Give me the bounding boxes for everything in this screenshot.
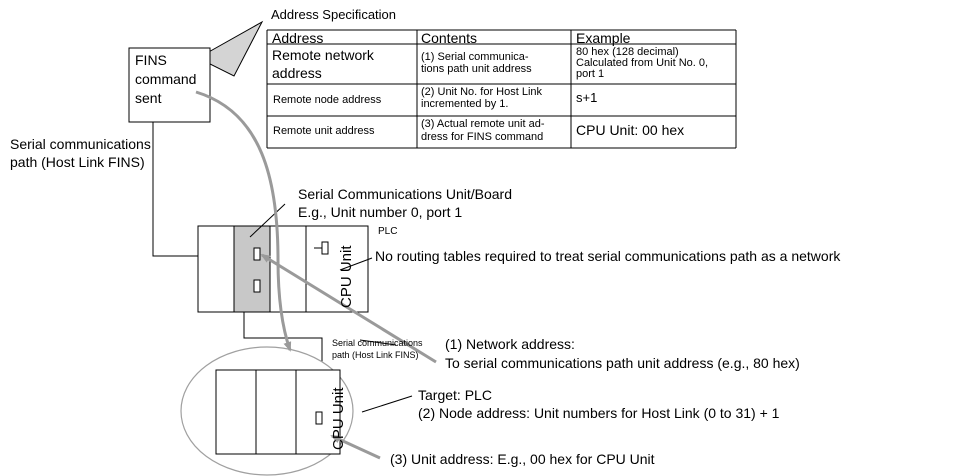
callout-pointer [196,20,264,77]
fins-to-target-arrow [195,90,292,352]
row2-contents-line2: incremented by 1. [421,98,509,110]
row1-contents-line1: (1) Serial communica- [421,51,529,63]
row2-example: s+1 [576,90,598,105]
small-path-label-line1: Serial communications [332,338,423,348]
row2-contents-line1: (2) Unit No. for Host Link [421,86,543,98]
fins-line1: FINS [135,52,167,68]
target-note-leader [361,395,413,413]
network-address-arrow [260,253,437,364]
serial-path-label-line2: path (Host Link FINS) [10,154,145,170]
fins-line3: sent [135,90,162,106]
fins-line2: command [135,71,197,87]
address-spec-table [266,29,737,149]
row3-address: Remote unit address [273,125,375,137]
network-note-leader [359,339,397,346]
target-note-line1: Target: PLC [418,387,492,403]
serial-comm-unit [233,225,271,313]
target-note-line2: (2) Node address: Unit numbers for Host … [418,405,780,421]
row3-contents-line2: dress for FINS command [421,131,544,143]
scu-label-line2: E.g., Unit number 0, port 1 [298,204,463,220]
row1-contents-line2: tions path unit address [421,63,532,75]
header-contents: Contents [421,30,478,46]
unit-address-note: (3) Unit address: E.g., 00 hex for CPU U… [390,451,655,467]
row1-address: Remote network address [272,47,374,82]
cpu-unit-label: CPU Unit [338,245,355,308]
row1-example-line2: Calculated from Unit No. 0, [576,57,709,69]
scu-label-line1: Serial Communications Unit/Board [298,186,512,202]
row3-contents-line1: (3) Actual remote unit ad- [421,118,545,130]
fins-command-box [128,47,211,123]
unit-address-arrow [330,434,381,460]
header-address: Address [272,30,324,46]
row1-example-line3: port 1 [576,68,605,80]
target-plc-rack [215,369,341,455]
serial-path-label-line1: Serial communications [10,136,151,152]
port-top [253,247,261,261]
scu-leader [249,203,286,238]
small-path-label-line2: path (Host Link FINS) [332,350,419,360]
row3-example: CPU Unit: 00 hex [576,122,685,138]
cpu-unit [305,225,369,313]
network-address-line1: (1) Network address: [445,336,575,352]
row2-address: Remote node address [273,94,382,106]
target-cpu-unit-label: CPU Unit [330,387,347,450]
port-bottom [253,279,261,293]
table-title: Address Specification [271,7,397,22]
routing-note: No routing tables required to treat seri… [375,248,841,264]
plc-label: PLC [378,226,398,237]
routing-leader [339,257,373,271]
row1-example-line1: 80 hex (128 decimal) [576,46,679,58]
header-example: Example [576,30,631,46]
network-address-line2: To serial communications path unit addre… [445,355,800,371]
plc-rack [197,225,369,313]
